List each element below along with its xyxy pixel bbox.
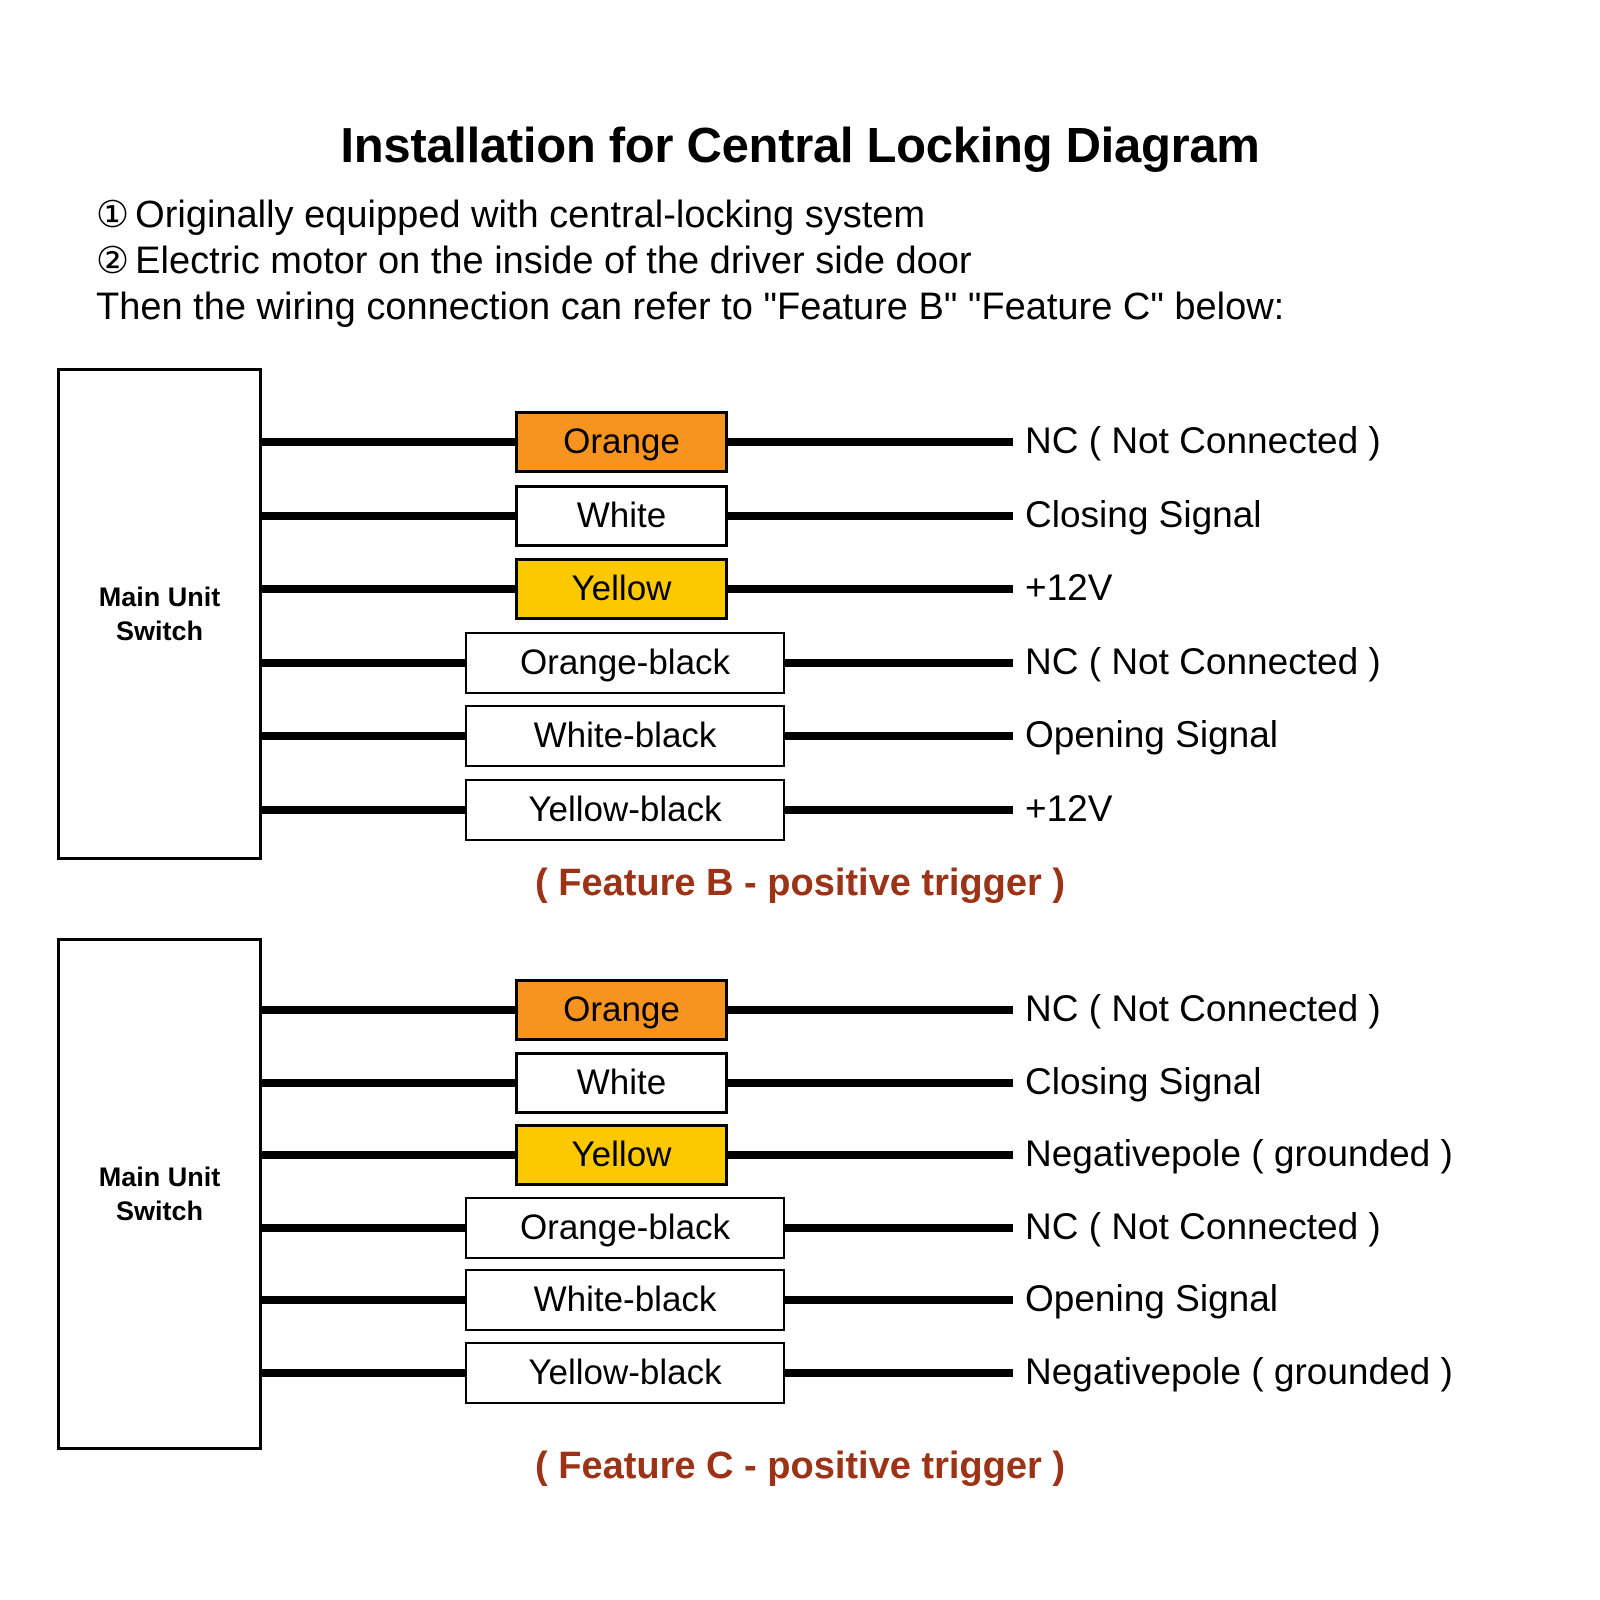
wire-function-label: NC ( Not Connected ) [1025,420,1381,461]
wire-color-label: Orange [563,990,680,1029]
wire-segment-left [262,658,469,667]
main-unit-switch-box: Main Unit Switch [57,368,262,860]
wire-color-label: White-black [533,1280,717,1319]
wire-color-label: White-black [533,716,717,755]
wire-segment-left [262,1368,469,1377]
wire-color-box: Orange-black [465,631,785,694]
wire-function-label: NC ( Not Connected ) [1025,640,1381,682]
wire-color-box: Yellow [515,1124,728,1186]
wire-color-box: Orange [515,411,728,473]
wire-segment-left [262,438,519,446]
wire-function-label: Opening Signal [1025,714,1279,755]
wire-segment-left [262,511,519,520]
wire-color-label: Orange-black [519,1207,731,1247]
wire-segment-right [724,1078,1013,1087]
wire-color-box: White-black [465,705,785,767]
wire-color-box: Yellow [515,558,728,620]
main-unit-switch-box: Main Unit Switch [57,938,262,1450]
wire-color-label: Yellow-black [528,1352,722,1392]
wire-function-label: Opening Signal [1025,1278,1279,1319]
main-unit-switch-label: Main Unit Switch [98,1162,221,1226]
wire-segment-right [724,585,1013,593]
page-title: Installation for Central Locking Diagram [340,119,1260,173]
wire-color-label: Orange-black [519,642,731,682]
wire-segment-right [724,511,1013,520]
wire-function-label: +12V [1025,787,1113,829]
wire-function-label: +12V [1025,567,1113,608]
wire-color-box: Yellow-black [465,1341,785,1404]
wire-color-label: Yellow-black [528,789,722,829]
wire-color-label: Yellow [571,569,672,608]
wiring-diagram-feature-b: Main Unit Switch Orange NC ( Not Connecte… [0,360,1600,920]
wire-segment-right [781,1223,1013,1232]
wire-color-box: White [515,1051,728,1114]
wire-segment-right [781,1296,1013,1304]
wire-segment-left [262,1078,519,1087]
wire-color-box: Orange-black [465,1196,785,1259]
wire-segment-right [724,1006,1013,1014]
wire-color-box: Orange [515,979,728,1041]
wire-segment-left [262,1151,519,1159]
main-unit-switch-label: Main Unit Switch [98,582,221,646]
wire-function-label: Closing Signal [1025,1060,1262,1102]
wire-color-label: Yellow [571,1135,672,1174]
wire-color-label: White [576,495,667,535]
wire-segment-right [724,1151,1013,1159]
intro-note-1-text: Originally equipped with central-locking… [135,194,926,236]
wire-segment-left [262,1296,469,1304]
wiring-diagram-feature-c: Main Unit Switch Orange NC ( Not Connecte… [0,930,1600,1505]
wire-color-box: White [515,484,728,547]
wire-segment-right [781,658,1013,667]
wire-segment-left [262,1006,519,1014]
wire-segment-left [262,585,519,593]
wire-segment-right [781,805,1013,814]
wire-segment-left [262,805,469,814]
wire-color-label: White [576,1062,667,1102]
wire-color-label: Orange [563,422,680,461]
caption-feature-b: ( Feature B - positive trigger ) [535,862,1065,904]
wire-function-label: Closing Signal [1025,493,1262,535]
wire-function-label: NC ( Not Connected ) [1025,1205,1381,1247]
wire-color-box: White-black [465,1269,785,1331]
wire-segment-right [781,1368,1013,1377]
wire-segment-right [781,732,1013,740]
wire-function-label: Negativepole ( grounded ) [1025,1133,1453,1174]
circled-number-1-icon: ① [96,194,130,235]
wire-function-label: Negativepole ( grounded ) [1025,1350,1453,1392]
wire-segment-left [262,1223,469,1232]
caption-feature-c: ( Feature C - positive trigger ) [535,1445,1065,1487]
intro-note-2-text: Electric motor on the inside of the driv… [135,240,972,282]
wire-segment-left [262,732,469,740]
wire-function-label: NC ( Not Connected ) [1025,988,1381,1029]
intro-conclusion: Then the wiring connection can refer to … [96,286,1285,328]
circled-number-2-icon: ② [96,240,130,281]
wire-segment-right [724,438,1013,446]
wire-color-box: Yellow-black [465,778,785,841]
